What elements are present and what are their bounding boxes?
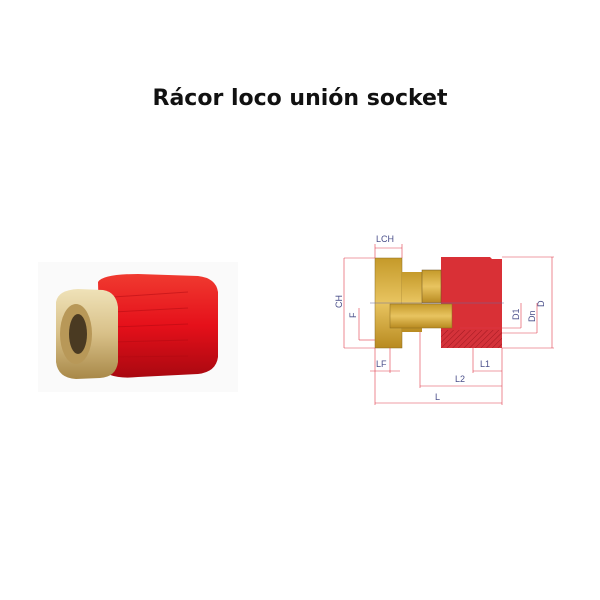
label-l2: L2 [455,374,465,384]
label-lf: LF [376,359,387,369]
page-title: Rácor loco unión socket [152,86,448,111]
label-d1: D1 [511,308,521,320]
dimension-diagram: LCH CH F D1 Dn D LF L1 L2 L [334,234,554,405]
label-l: L [435,392,440,402]
label-dn: Dn [527,310,537,322]
label-l1: L1 [480,359,490,369]
label-f: F [348,312,358,318]
label-d: D [536,300,546,307]
label-ch: CH [334,295,344,308]
fitting-photo [38,262,238,392]
label-lch: LCH [376,234,394,244]
